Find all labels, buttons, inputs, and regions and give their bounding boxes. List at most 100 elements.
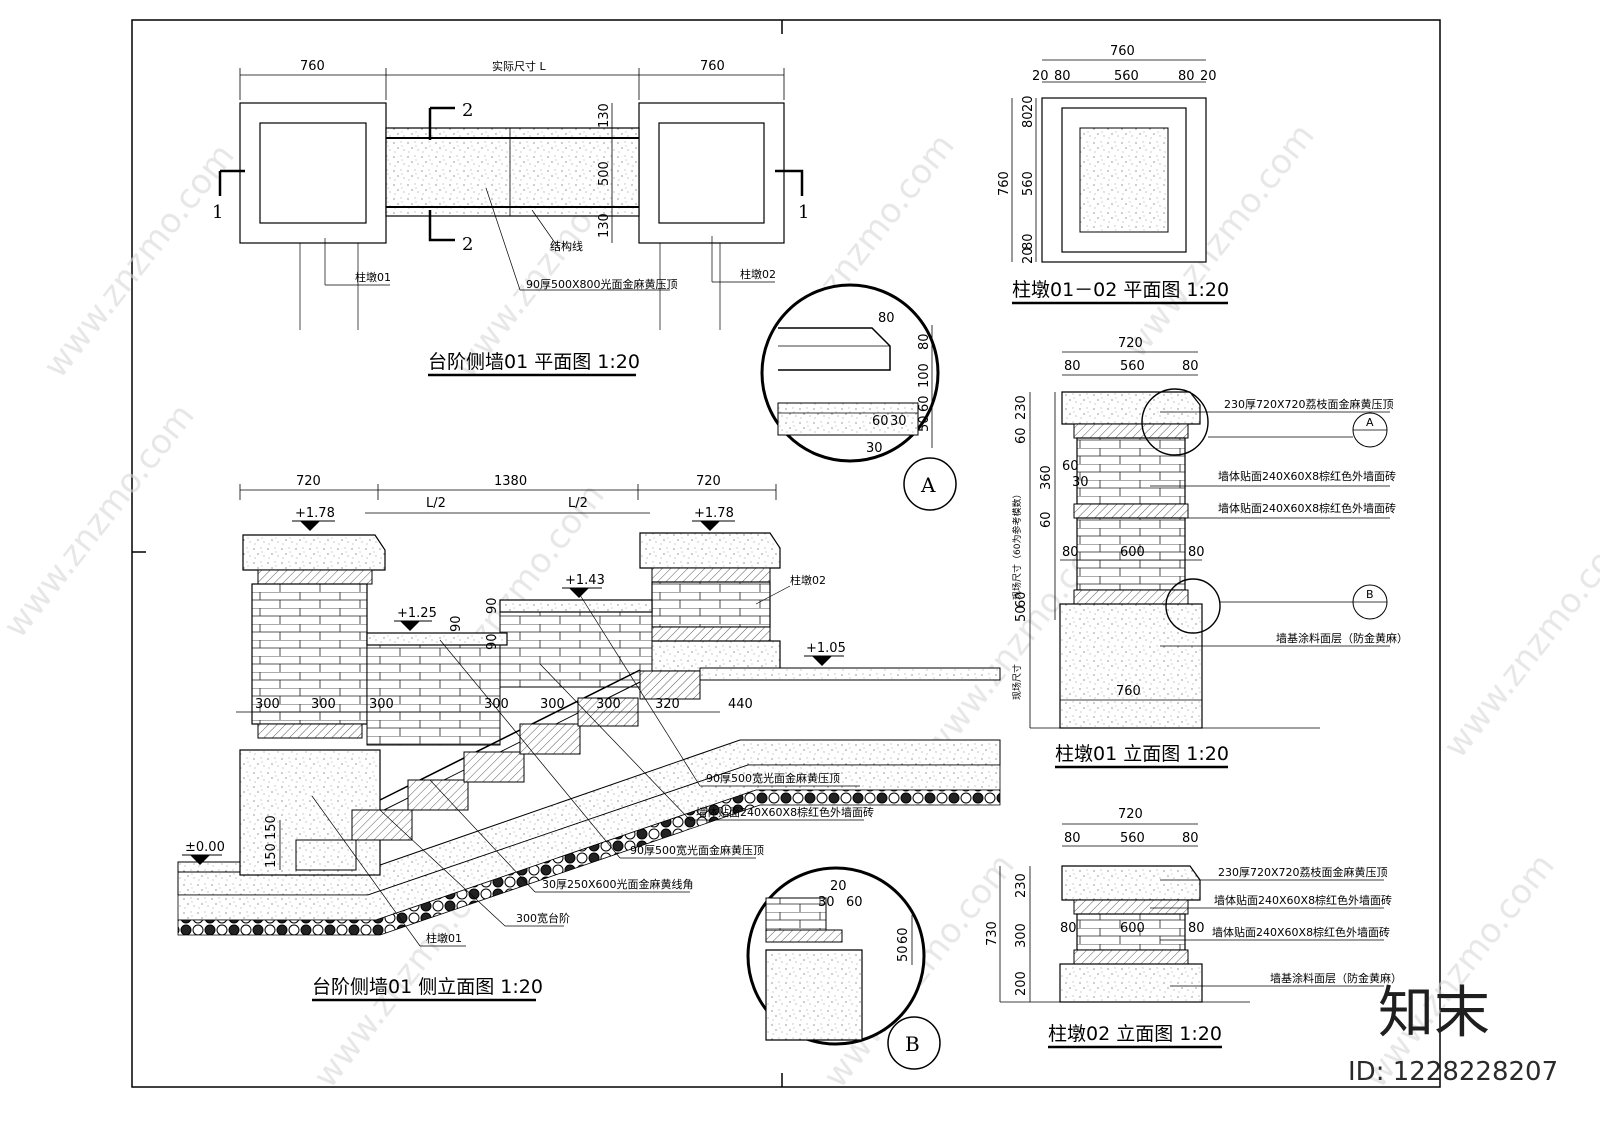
dim-text: 230	[1014, 873, 1029, 898]
note-brick: 墙体贴面240X60X8棕红色外墙面砖	[1218, 501, 1396, 515]
note-edge: 30厚250X600光面金麻黄线角	[542, 877, 694, 891]
note-coping-b: 90厚500宽光面金麻黄压顶	[630, 843, 764, 857]
note-brick: 墙体贴面240X60X8棕红色外墙面砖	[1218, 469, 1396, 483]
dim-text: 80	[1182, 831, 1199, 846]
dim-text: 80	[1188, 545, 1205, 560]
pier01-elevation: 720 80 560 80 760 80 600 80 230 60 360 6…	[1011, 336, 1408, 769]
dim-text: L/2	[568, 496, 588, 511]
id-text: ID: 1228228207	[1348, 1057, 1558, 1087]
plan-view-01: 760 实际尺寸 L 760 130 500 130 1 1 2 2 柱墩01	[212, 59, 809, 377]
dim-text: 760	[1116, 684, 1141, 699]
dim-text: 80	[1188, 921, 1205, 936]
level-text: ±0.00	[185, 840, 225, 855]
dim-text: 560	[1120, 359, 1145, 374]
dim-text: 760	[1110, 44, 1135, 59]
note-cap: 230厚720X720荔枝面金麻黄压顶	[1224, 397, 1394, 411]
dim-text: 30	[818, 895, 835, 910]
dim-text: 20	[1200, 69, 1217, 84]
dim-text: 720	[1118, 336, 1143, 351]
level-text: +1.05	[806, 641, 846, 656]
pier01-elev-title: 柱墩01 立面图 1:20	[1055, 743, 1229, 765]
dim-text: 300	[1014, 923, 1029, 948]
watermark-text: www.znzmo.com	[0, 396, 203, 645]
dim-text: 80	[1062, 545, 1079, 560]
note-cap: 230厚720X720荔枝面金麻黄压顶	[1218, 865, 1388, 879]
dim-text: 560	[1114, 69, 1139, 84]
dim-text: 300	[255, 697, 280, 712]
label-pier02: 柱墩02	[740, 267, 776, 281]
dim-note: 现场尺寸	[1011, 664, 1023, 700]
dim-text: 600	[1120, 921, 1145, 936]
dim-text: 80	[1060, 921, 1077, 936]
note-brick: 墙体贴面240X60X8棕红色外墙面砖	[1212, 925, 1390, 939]
plan-title: 台阶侧墙01 平面图 1:20	[428, 351, 640, 373]
watermark-text: www.znzmo.com	[1436, 516, 1600, 765]
section-mark: 2	[462, 234, 473, 255]
dim-text: 200	[1014, 971, 1029, 996]
dim-text: 60	[1014, 591, 1029, 608]
dim-text: 150	[264, 843, 279, 868]
dim-text: 230	[1014, 395, 1029, 420]
note-brick: 墙体贴面240X60X8棕红色外墙面砖	[696, 805, 874, 819]
level-marker: +1.78	[692, 506, 735, 531]
note-base: 墙基涂料面层（防金黄麻）	[1270, 971, 1402, 985]
dim-text: 720	[1118, 807, 1143, 822]
dim-text: 130	[597, 103, 612, 128]
detail-tag: A	[1366, 416, 1374, 429]
dim-text: 560	[1120, 831, 1145, 846]
label-coping: 90厚500X800光面金麻黄压顶	[526, 277, 678, 291]
dim-text: 100	[917, 363, 932, 388]
level-text: +1.43	[565, 573, 605, 588]
detail-tag: B	[1366, 588, 1374, 601]
dim-text: 320	[655, 697, 680, 712]
dim-text: 300	[596, 697, 621, 712]
dim-text: 60	[1062, 459, 1079, 474]
detail-a: 80 80 100 60 30 60 50 30 A	[760, 283, 957, 511]
dim-text: 720	[696, 474, 721, 489]
dim-text: 300	[311, 697, 336, 712]
pier-plan: 760 20 80 560 80 20 760 20 80 560 80 20 …	[997, 44, 1229, 305]
label-pier01: 柱墩01	[355, 270, 391, 284]
dim-text: 20	[1021, 247, 1036, 264]
dim-text: 760	[300, 59, 325, 74]
dim-text: 50	[1014, 605, 1029, 622]
pier02-elev-title: 柱墩02 立面图 1:20	[1048, 1023, 1222, 1045]
label-pier02: 柱墩02	[790, 573, 826, 587]
detail-b: 20 30 60 50 60 B	[746, 866, 941, 1070]
note-base: 墙基涂料面层（防金黄麻）	[1276, 631, 1408, 645]
level-text: +1.25	[397, 606, 437, 621]
level-marker: +1.78	[292, 506, 335, 531]
note-brick: 墙体贴面240X60X8棕红色外墙面砖	[1214, 893, 1392, 907]
dim-text: 730	[985, 921, 1000, 946]
dim-text: 80	[1178, 69, 1195, 84]
level-text: +1.78	[295, 506, 335, 521]
dim-text: 720	[296, 474, 321, 489]
dim-text: 30	[866, 441, 883, 456]
section-mark: 2	[462, 100, 473, 121]
dim-text: 80	[1021, 233, 1036, 250]
dim-text: 60	[872, 414, 889, 429]
dim-text: 90	[449, 615, 464, 632]
dim-text: 760	[997, 171, 1012, 196]
dim-text: 80	[1064, 359, 1081, 374]
dim-text: 80	[1054, 69, 1071, 84]
dim-text: 30	[890, 414, 907, 429]
dim-text: 60	[1014, 427, 1029, 444]
section-mark: 1	[798, 202, 809, 223]
dim-text: 60	[1039, 511, 1054, 528]
dim-text: 80	[1064, 831, 1081, 846]
dim-text: 1380	[494, 474, 527, 489]
pier02-elevation: 720 80 560 80 80 600 80 730 230 300 200 …	[985, 807, 1402, 1049]
dim-text: 130	[597, 213, 612, 238]
side-elevation: 720 1380 720 L/2 L/2	[177, 474, 1001, 1002]
dim-text: 560	[1021, 171, 1036, 196]
dim-text: 80	[1021, 111, 1036, 128]
level-marker: +1.05	[804, 641, 846, 666]
dim-text: 600	[1120, 545, 1145, 560]
dim-text: 20	[830, 879, 847, 894]
dim-text: 300	[540, 697, 565, 712]
dim-text: 80	[917, 333, 932, 350]
level-marker: +1.43	[562, 573, 605, 598]
detail-bubble-b: B	[905, 1032, 920, 1056]
dim-text: 实际尺寸 L	[492, 59, 546, 73]
